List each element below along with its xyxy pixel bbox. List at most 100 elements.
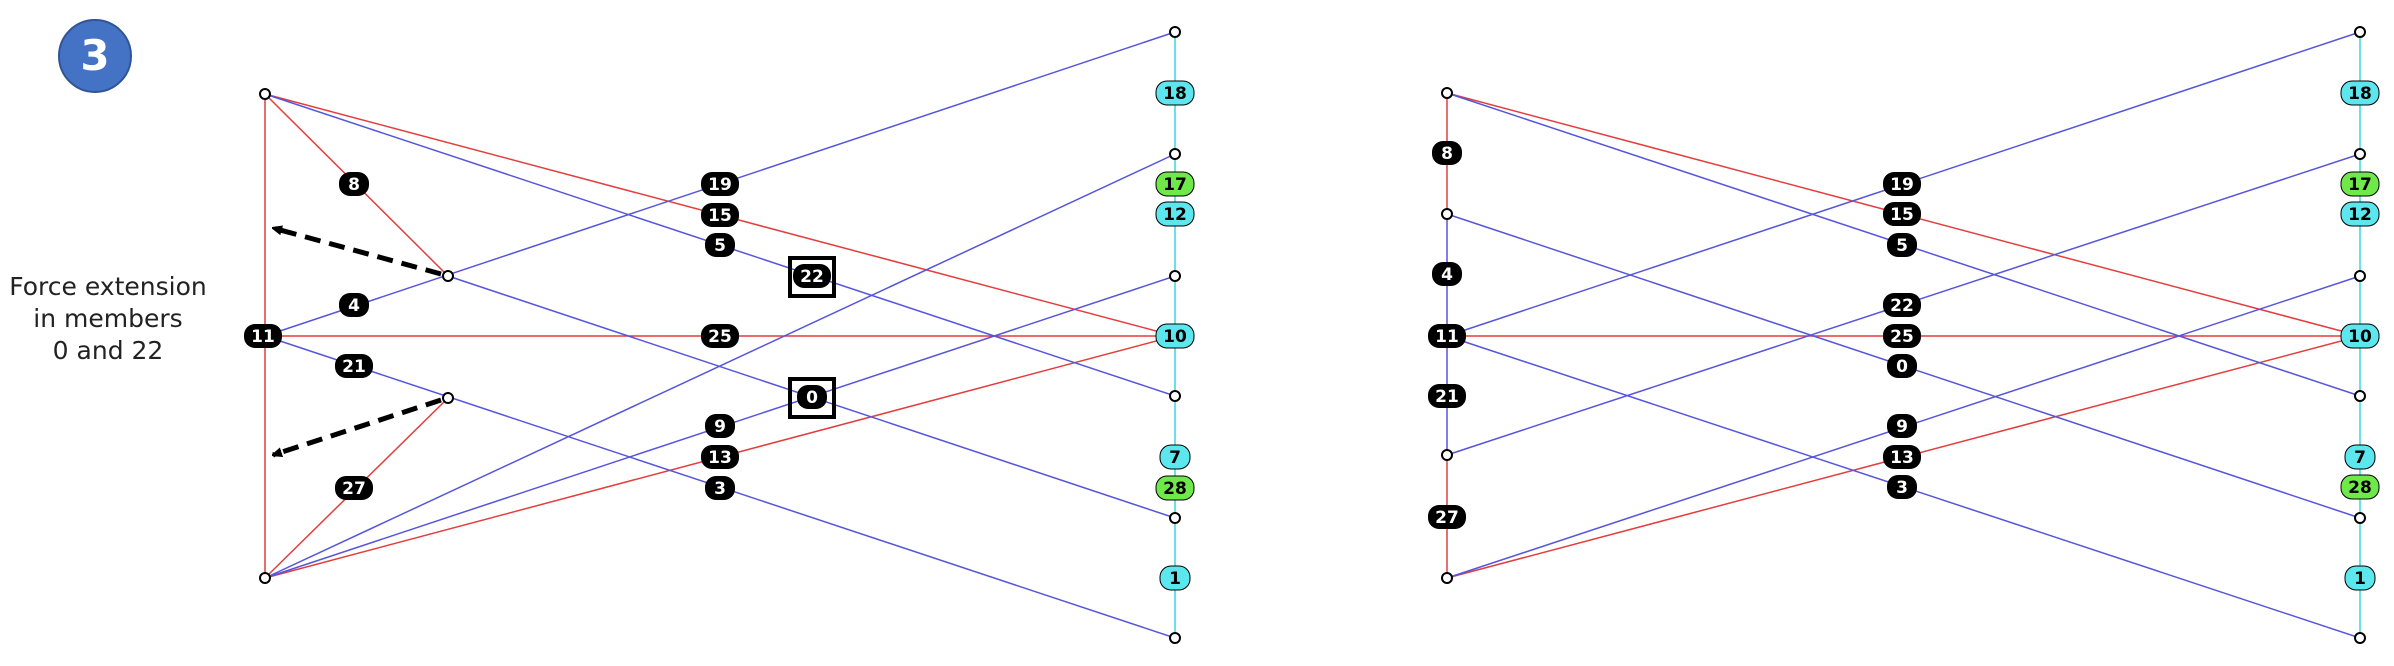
member-label-text: 12 — [1163, 205, 1187, 225]
member-label-pill — [1155, 80, 1195, 106]
member-label-7: 7 — [1159, 444, 1191, 470]
member-label-text: 9 — [714, 417, 726, 437]
force-arrow-upper — [273, 228, 442, 277]
member-label-text: 3 — [714, 479, 726, 499]
member-label-text: 10 — [2348, 327, 2372, 347]
member-label-pill — [335, 476, 373, 500]
member-label-21: 21 — [1428, 384, 1466, 408]
member-label-text: 4 — [348, 296, 360, 316]
member-label-text: 5 — [1896, 236, 1908, 256]
member-label-pill — [1432, 141, 1462, 165]
node — [2354, 26, 2366, 38]
member-label-text: 0 — [806, 388, 818, 408]
step-badge-number: 3 — [80, 31, 109, 80]
caption: Force extension in members 0 and 22 — [9, 272, 206, 365]
member-label-0: 0 — [1887, 354, 1917, 378]
member-label-text: 17 — [1163, 175, 1187, 195]
member-label-text: 8 — [348, 175, 360, 195]
left-nodes — [259, 26, 1181, 644]
member-label-pill — [1159, 565, 1191, 591]
member-label-22: 22 — [1883, 293, 1921, 317]
member-label-text: 18 — [1163, 84, 1187, 104]
member-label-text: 22 — [800, 267, 824, 287]
member-label-text: 10 — [1163, 327, 1187, 347]
node — [442, 392, 454, 404]
node — [2354, 148, 2366, 160]
member-label-pill — [705, 233, 735, 257]
member-label-27: 27 — [335, 476, 373, 500]
member-label-5: 5 — [705, 233, 735, 257]
member-label-pill — [1887, 233, 1917, 257]
member-label-pill — [701, 324, 739, 348]
member-label-5: 5 — [1887, 233, 1917, 257]
node — [442, 270, 454, 282]
highlight-box-22 — [788, 256, 836, 298]
member-label-text: 17 — [2348, 175, 2372, 195]
member-label-pill — [2340, 474, 2380, 500]
node — [1169, 26, 1181, 38]
node — [2354, 390, 2366, 402]
member-label-pill — [1428, 384, 1466, 408]
node — [1169, 632, 1181, 644]
force-arrow-lower — [273, 397, 442, 458]
node — [259, 572, 271, 584]
step-badge: 3 — [58, 19, 132, 93]
member-label-18: 18 — [1155, 80, 1195, 106]
member-label-text: 9 — [1896, 417, 1908, 437]
member-label-11: 11 — [1428, 324, 1466, 348]
member-label-21: 21 — [335, 354, 373, 378]
highlight-box-0 — [788, 377, 836, 419]
node — [1169, 512, 1181, 524]
member-label-text: 7 — [1169, 448, 1181, 468]
member-label-12: 12 — [2340, 201, 2380, 227]
member-label-text: 28 — [1163, 479, 1187, 499]
member-label-9: 9 — [705, 414, 735, 438]
member-label-17: 17 — [1155, 171, 1195, 197]
member-label-pill — [1155, 475, 1195, 501]
member-label-text: 21 — [342, 357, 366, 377]
member-label-3: 3 — [1887, 475, 1917, 499]
member-label-pill — [797, 385, 827, 409]
caption-line-1: Force extension — [9, 272, 206, 301]
member-label-13: 13 — [1883, 445, 1921, 469]
member-label-text: 12 — [2348, 205, 2372, 225]
node — [1441, 572, 1453, 584]
member-label-pill — [2340, 201, 2380, 227]
member-label-text: 11 — [1435, 327, 1459, 347]
node — [1169, 148, 1181, 160]
member-label-text: 19 — [708, 175, 732, 195]
node — [2354, 270, 2366, 282]
member-label-text: 21 — [1435, 387, 1459, 407]
member-label-17: 17 — [2340, 171, 2380, 197]
member-label-pill — [1887, 475, 1917, 499]
caption-line-3: 0 and 22 — [53, 336, 164, 365]
member-label-pill — [2340, 171, 2380, 197]
member-label-25: 25 — [1883, 324, 1921, 348]
member-label-text: 1 — [2354, 569, 2366, 589]
member-label-text: 15 — [1890, 205, 1914, 225]
member-label-pill — [244, 324, 282, 348]
member-label-25: 25 — [701, 324, 739, 348]
node — [2354, 632, 2366, 644]
member-label-pill — [2344, 444, 2376, 470]
member-label-13: 13 — [701, 445, 739, 469]
member-label-text: 1 — [1169, 569, 1181, 589]
node — [1441, 208, 1453, 220]
member-label-pill — [1155, 171, 1195, 197]
member-label-text: 28 — [2348, 478, 2372, 498]
member-label-text: 7 — [2354, 448, 2366, 468]
member-label-15: 15 — [1883, 202, 1921, 226]
member-label-text: 19 — [1890, 175, 1914, 195]
member-label-text: 27 — [1435, 508, 1459, 528]
member-label-4: 4 — [339, 293, 369, 317]
caption-line-2: in members — [33, 304, 182, 333]
member-label-0: 0 — [797, 385, 827, 409]
member-label-28: 28 — [1155, 475, 1195, 501]
member-label-4: 4 — [1432, 262, 1462, 286]
member-label-text: 0 — [1896, 357, 1908, 377]
member-label-text: 15 — [708, 206, 732, 226]
member-label-19: 19 — [701, 172, 739, 196]
